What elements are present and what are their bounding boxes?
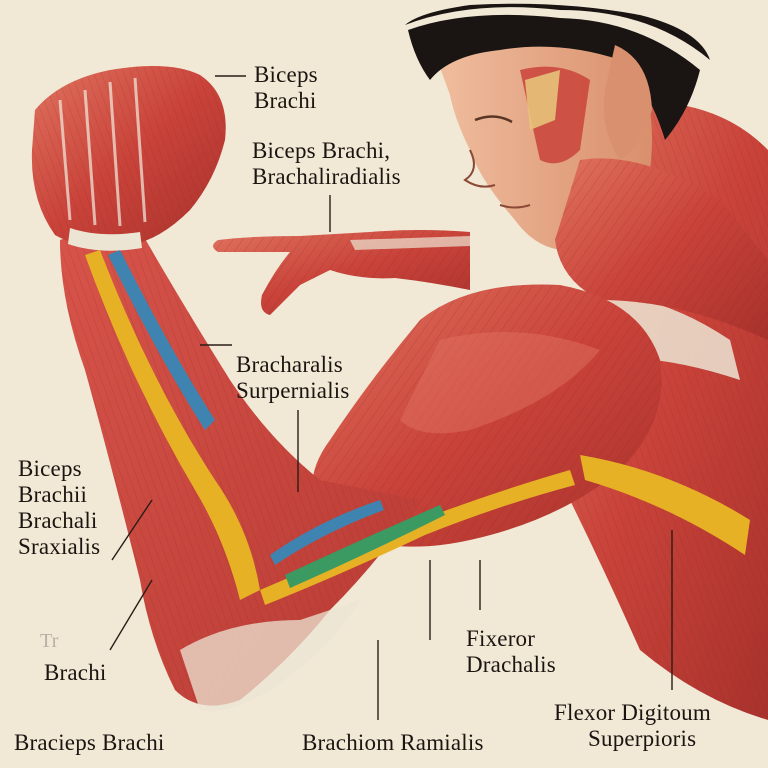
label-line: Biceps — [254, 62, 318, 87]
label-line: Brachii — [18, 482, 88, 507]
label-left-group: Biceps Brachii Brachali Sraxialis — [18, 456, 100, 560]
label-line: Fixeror — [466, 626, 536, 651]
label-mid-brach: Bracharalis Surpernialis — [236, 352, 350, 404]
label-line: Biceps Brachi, — [252, 138, 391, 163]
label-line: Surpernialis — [236, 378, 350, 403]
leader-left-brachi — [109, 579, 153, 651]
forearm-muscle — [60, 228, 420, 711]
tendon-bands — [85, 250, 750, 605]
leader-lines — [109, 75, 673, 720]
fist — [31, 66, 226, 251]
label-left-faint: Tr — [40, 630, 59, 652]
label-line: Brachaliradialis — [252, 164, 401, 189]
label-line: Brachali — [18, 508, 98, 533]
upper-arm-muscle — [312, 284, 662, 547]
label-top-brach: Biceps Brachi, Brachaliradialis — [252, 138, 401, 190]
head — [405, 3, 710, 251]
label-bottom-left: Bracieps Brachi — [14, 730, 165, 755]
label-bottom-right: Flexor Digitoum Superpioris — [554, 700, 711, 752]
label-line: Flexor Digitoum — [554, 700, 711, 725]
label-left-brachi: Brachi — [44, 660, 107, 685]
label-line: Bracharalis — [236, 352, 343, 377]
label-line: Drachalis — [466, 652, 556, 677]
label-bottom-mid: Brachiom Ramialis — [302, 730, 484, 755]
label-line: Sraxialis — [18, 534, 101, 559]
leader-left-group — [111, 499, 153, 561]
neck-muscle — [555, 158, 768, 340]
label-line: Superpioris — [588, 726, 697, 751]
label-line: Brachi — [254, 88, 317, 113]
pointing-hand — [213, 230, 470, 315]
label-right-flexor: Fixeror Drachalis — [466, 626, 556, 678]
label-top-biceps: Biceps Brachi — [254, 62, 318, 114]
label-line: Biceps — [18, 456, 82, 481]
